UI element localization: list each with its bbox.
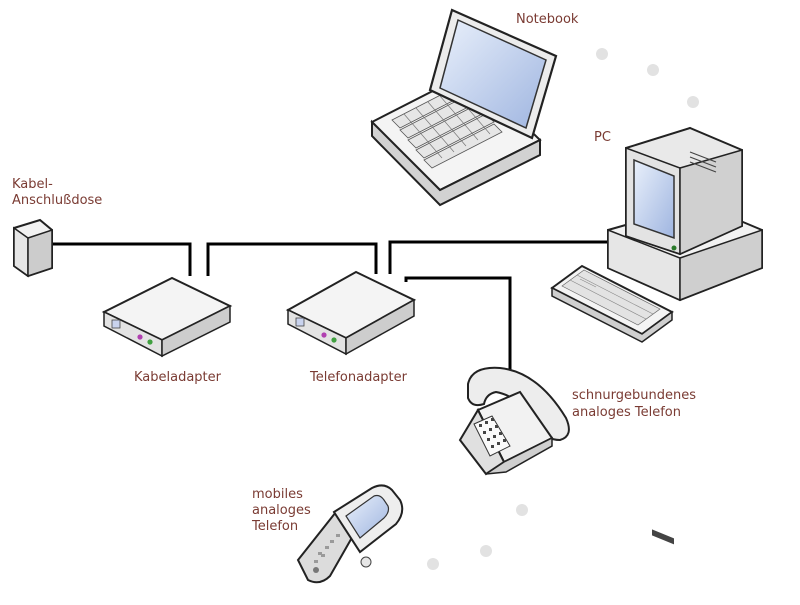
flip-phone-icon: [296, 484, 404, 584]
pc-label: PC: [594, 130, 611, 145]
cable-adapter-modem-icon: [101, 276, 233, 358]
desktop-computer-icon: [550, 126, 763, 545]
line-phone-adapter-to-corded-phone: [404, 276, 512, 376]
connection-lines: [52, 240, 618, 376]
mobile-phone-label-line1: mobiles: [252, 487, 303, 502]
laptop-icon: [370, 8, 558, 207]
phone-adapter-modem-icon: [285, 270, 417, 356]
mobile-phone-label-line2: analoges: [252, 503, 311, 518]
corded-phone-label-line2: analoges Telefon: [572, 405, 682, 420]
cable-outlet-label-line2: Anschlußdose: [12, 193, 103, 208]
cable-adapter-label: Kabeladapter: [134, 370, 222, 385]
wireless-dots-icon: [427, 48, 699, 570]
notebook-label: Notebook: [516, 12, 579, 27]
phone-adapter-label: Telefonadapter: [310, 370, 407, 385]
cable-outlet-label-line1: Kabel-: [12, 177, 53, 192]
mobile-phone-label-line3: Telefon: [252, 519, 299, 534]
wall-socket-icon: [13, 218, 53, 278]
line-cable-adapter-to-phone-adapter: [206, 242, 378, 276]
desk-phone-icon: [458, 366, 570, 476]
line-phone-adapter-to-pc: [388, 240, 618, 274]
line-outlet-to-cable-adapter: [52, 242, 192, 276]
corded-phone-label-line1: schnurgebundenes: [572, 388, 696, 403]
